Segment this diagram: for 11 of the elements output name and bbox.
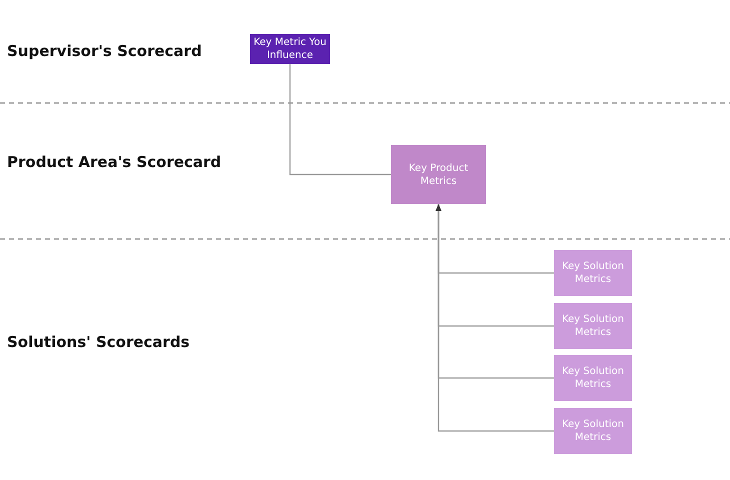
metric-box: Key Solution Metrics [554,250,632,296]
metric-box: Key Metric You Influence [250,34,330,64]
connector [436,204,554,432]
metric-box: Key Product Metrics [391,145,486,204]
section-heading: Product Area's Scorecard [7,153,222,171]
section-heading: Solutions' Scorecards [7,333,190,351]
connector [289,64,391,176]
metric-box: Key Solution Metrics [554,408,632,454]
section-heading: Supervisor's Scorecard [7,42,202,60]
metric-box: Key Solution Metrics [554,355,632,401]
metric-box: Key Solution Metrics [554,303,632,349]
